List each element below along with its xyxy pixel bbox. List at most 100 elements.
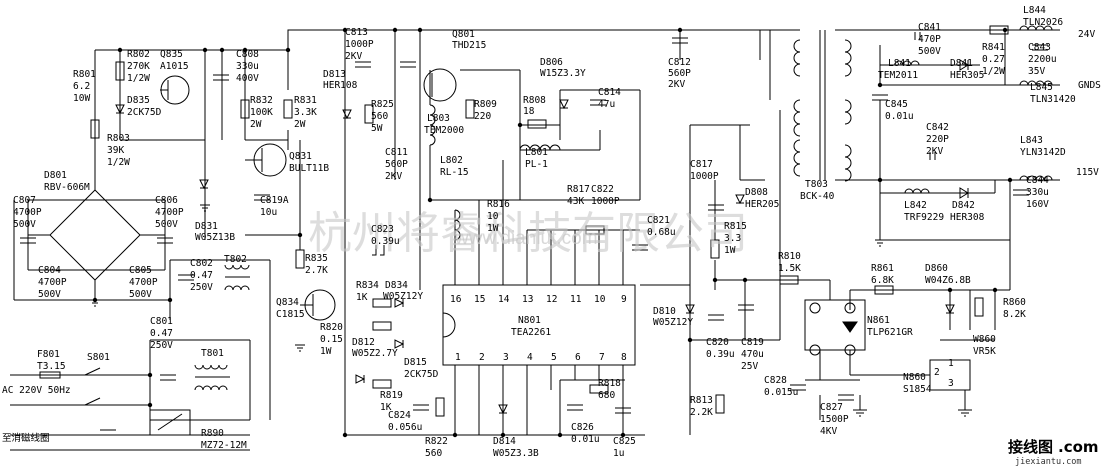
- label-r832: R832: [250, 95, 273, 106]
- label-l802: L802: [440, 155, 463, 166]
- label-l844: L844: [1023, 5, 1046, 16]
- label-c813v: 1000P: [345, 39, 374, 50]
- label-r841v: 0.27: [982, 54, 1005, 65]
- label-c820: C820: [706, 337, 729, 348]
- label-c808v: 330u: [236, 61, 259, 72]
- component-labels: C8131000P2KVQ801THD215D806W15Z3.3YC81256…: [2, 5, 1101, 459]
- label-r861v: 6.8K: [871, 275, 894, 286]
- label-c814: C814: [598, 87, 621, 98]
- optocoupler-n861: [804, 299, 866, 356]
- label-r817v: 43K: [567, 196, 584, 207]
- label-l844t: TLN2026: [1023, 17, 1063, 28]
- label-c841v: 470P: [918, 34, 941, 45]
- logo-url: jiexiantu.com: [1015, 457, 1082, 466]
- label-d801: D801: [44, 170, 67, 181]
- label-p1: 1: [455, 352, 461, 363]
- label-r835v: 2.7K: [305, 265, 328, 276]
- label-d835: D835: [127, 95, 150, 106]
- label-d841: D841: [950, 58, 973, 69]
- label-c812k: 2KV: [668, 79, 685, 90]
- label-ac: AC 220V 50Hz: [2, 385, 71, 396]
- label-r818: R818: [598, 378, 621, 389]
- label-r831: R831: [294, 95, 317, 106]
- regulator-n860: [929, 359, 971, 391]
- label-p14: 14: [498, 294, 510, 305]
- label-l801t: PL-1: [525, 159, 548, 170]
- label-t801: T801: [201, 348, 224, 359]
- label-c811v: 560P: [385, 159, 408, 170]
- label-c828v: 0.015u: [764, 387, 798, 398]
- label-c842: C842: [926, 122, 949, 133]
- label-t803: T803: [805, 179, 828, 190]
- label-outgnd: GNDS: [1078, 80, 1101, 91]
- label-c802v: 0.47: [190, 270, 213, 281]
- label-p3: 3: [503, 352, 509, 363]
- label-p6: 6: [575, 352, 581, 363]
- label-d810: D810: [653, 306, 676, 317]
- label-r861: R861: [871, 263, 894, 274]
- label-r831w: 2W: [294, 119, 306, 130]
- label-d842: D842: [952, 200, 975, 211]
- label-c819av: 10u: [260, 207, 277, 218]
- label-p10: 10: [594, 294, 606, 305]
- label-r808v: 18: [523, 106, 535, 117]
- label-c817: C817: [690, 159, 713, 170]
- label-c804k: 500V: [38, 289, 61, 300]
- label-degauss: 至消磁线圈: [2, 432, 50, 444]
- label-d814: D814: [493, 436, 516, 447]
- label-r801w: 10W: [73, 93, 90, 104]
- label-r822: R822: [425, 436, 448, 447]
- label-r819: R819: [380, 390, 403, 401]
- label-r815w: 1W: [724, 245, 736, 256]
- label-p13: 13: [522, 294, 533, 305]
- label-c842k: 2KV: [926, 146, 943, 157]
- label-l842: L842: [904, 200, 927, 211]
- label-d813t: HER108: [323, 80, 358, 91]
- label-c804v: 4700P: [38, 277, 67, 288]
- label-c801: C801: [150, 316, 173, 327]
- label-c813: C813: [345, 27, 368, 38]
- label-p11: 11: [570, 294, 582, 305]
- label-r825v: 560: [371, 111, 388, 122]
- label-c844v: 330u: [1026, 187, 1049, 198]
- label-c825: C825: [613, 436, 636, 447]
- label-r820v: 0.15: [320, 334, 343, 345]
- label-r803v: 39K: [107, 145, 124, 156]
- label-q801t: THD215: [452, 40, 486, 51]
- label-d813: D813: [323, 69, 346, 80]
- label-p8: 8: [621, 352, 627, 363]
- label-out115: 115V: [1076, 167, 1099, 178]
- label-n801t: TEA2261: [511, 327, 551, 338]
- label-c808k: 400V: [236, 73, 259, 84]
- label-r810v: 1.5K: [778, 263, 801, 274]
- label-f801: F801: [37, 349, 60, 360]
- label-c819a: C819A: [260, 195, 289, 206]
- label-d834t: W05Z12Y: [383, 291, 423, 302]
- label-p4: 4: [527, 352, 533, 363]
- label-d806: D806: [540, 57, 563, 68]
- label-r809v: 220: [474, 111, 491, 122]
- label-c802: C802: [190, 258, 213, 269]
- label-d842t: HER308: [950, 212, 985, 223]
- label-c821: C821: [647, 215, 670, 226]
- label-r820: R820: [320, 322, 343, 333]
- label-r834: R834: [356, 280, 379, 291]
- junction-dots: [92, 27, 1013, 438]
- label-r834v: 1K: [356, 292, 368, 303]
- watermark: 杭州将睿科技有限公司 www.dianlut.com: [308, 208, 748, 259]
- label-d808t: HER205: [745, 199, 779, 210]
- label-r816w: 1W: [487, 223, 499, 234]
- label-c806v: 4700P: [155, 207, 184, 218]
- label-d841t: HER305: [950, 70, 984, 81]
- label-r860: R860: [1003, 297, 1026, 308]
- label-r860v: 8.2K: [1003, 309, 1026, 320]
- label-q834: Q834: [276, 297, 299, 308]
- label-c802k: 250V: [190, 282, 213, 293]
- label-c811k: 2KV: [385, 171, 402, 182]
- label-r841w: 1/2W: [982, 66, 1005, 77]
- label-c804: C804: [38, 265, 61, 276]
- ground-symbols: [90, 204, 972, 417]
- label-d814t: W05Z3.3B: [493, 448, 539, 459]
- label-c827: C827: [820, 402, 843, 413]
- label-q835t: A1015: [160, 61, 189, 72]
